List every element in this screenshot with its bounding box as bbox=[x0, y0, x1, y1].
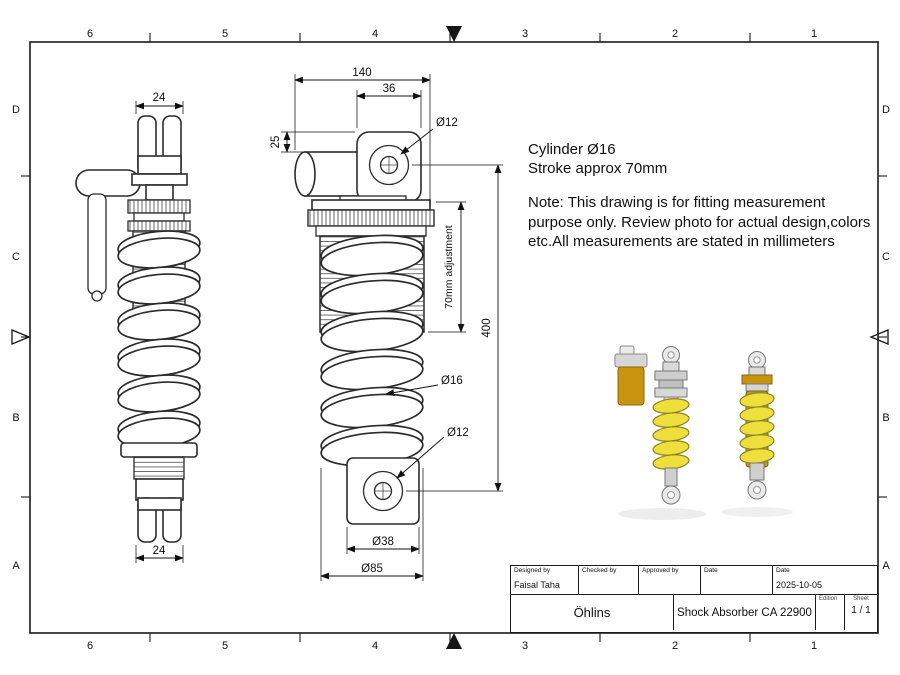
grid-row-label: A bbox=[882, 560, 890, 572]
designed-by-value: Faisal Taha bbox=[511, 579, 579, 595]
date-value: 2025-10-05 bbox=[773, 579, 877, 595]
title-block: Designed by Checked by Approved by Date … bbox=[510, 565, 878, 633]
dim-top-eye-dia: Ø12 bbox=[436, 117, 458, 129]
grid-labels: 6 5 4 3 2 1 6 5 4 3 2 1 D C B A D C B A bbox=[12, 28, 890, 652]
grid-col-label: 5 bbox=[222, 640, 228, 652]
grid-col-label: 2 bbox=[672, 28, 678, 40]
view-side bbox=[75, 115, 201, 543]
grid-row-label: B bbox=[882, 412, 889, 424]
dim-overall-length: 400 bbox=[481, 318, 493, 337]
render-photo-right bbox=[721, 351, 793, 517]
grid-row-label: B bbox=[12, 412, 19, 424]
dim-eye-block-width: 36 bbox=[383, 83, 396, 95]
dimensions: 24 24 140 36 25 Ø12 70mm adjustment 400 bbox=[135, 67, 503, 581]
grid-col-label: 4 bbox=[372, 28, 378, 40]
grid-row-label: C bbox=[882, 251, 890, 263]
dim-adjustment: 70mm adjustment bbox=[443, 225, 455, 309]
dim-base-dia: Ø38 bbox=[372, 536, 394, 548]
sheet-cell: Sheet 1 / 1 bbox=[845, 595, 877, 630]
grid-col-label: 2 bbox=[672, 640, 678, 652]
center-mark-bottom bbox=[446, 633, 462, 649]
date-value-empty bbox=[701, 579, 773, 595]
dim-spring-dia: Ø85 bbox=[361, 563, 383, 575]
approved-by-label: Approved by bbox=[639, 566, 701, 579]
reservoir-cylinder bbox=[617, 366, 645, 406]
grid-col-label: 6 bbox=[87, 640, 93, 652]
sheet-value: 1 / 1 bbox=[851, 604, 871, 616]
grid-col-label: 6 bbox=[87, 28, 93, 40]
render-photo-left bbox=[614, 345, 706, 520]
grid-col-label: 1 bbox=[811, 640, 817, 652]
company-name: Öhlins bbox=[511, 595, 674, 630]
center-mark-left bbox=[11, 329, 31, 345]
dim-bottom-eye-dia: Ø12 bbox=[447, 427, 469, 439]
edition-label: Edition bbox=[819, 596, 838, 602]
note-cylinder: Cylinder Ø16 bbox=[528, 141, 616, 158]
dim-shaft-dia: Ø16 bbox=[441, 375, 463, 387]
grid-row-label: D bbox=[882, 104, 890, 116]
grid-col-label: 1 bbox=[811, 28, 817, 40]
dim-side-top-width: 24 bbox=[153, 92, 166, 104]
date-label: Date bbox=[701, 566, 773, 579]
center-mark-top bbox=[446, 26, 462, 42]
notes-block: Cylinder Ø16 Stroke approx 70mm Note: Th… bbox=[528, 140, 876, 251]
checked-by-value bbox=[579, 579, 639, 595]
approved-by-value bbox=[639, 579, 701, 595]
centering-marks bbox=[11, 26, 889, 649]
note-paragraph: Note: This drawing is for fitting measur… bbox=[528, 194, 871, 250]
dim-side-bottom-width: 24 bbox=[153, 545, 166, 557]
grid-row-label: A bbox=[12, 560, 20, 572]
dim-eye-offset: 25 bbox=[270, 136, 282, 149]
grid-row-label: C bbox=[12, 251, 20, 263]
center-mark-right bbox=[869, 329, 889, 345]
date2-label: Date bbox=[776, 567, 790, 574]
note-stroke: Stroke approx 70mm bbox=[528, 160, 668, 178]
grid-col-label: 3 bbox=[522, 640, 528, 652]
sheet-label: Sheet bbox=[853, 596, 869, 602]
grid-col-label: 4 bbox=[372, 640, 378, 652]
checked-by-label: Checked by bbox=[579, 566, 639, 579]
view-front bbox=[294, 131, 435, 525]
designed-by-label: Designed by bbox=[511, 566, 579, 579]
grid-col-label: 5 bbox=[222, 28, 228, 40]
edition-cell: Edition bbox=[816, 595, 845, 630]
grid-row-label: D bbox=[12, 104, 20, 116]
drawing-title: Shock Absorber CA 22900 bbox=[674, 595, 816, 630]
grid-col-label: 3 bbox=[522, 28, 528, 40]
dim-overall-length-top: 140 bbox=[352, 67, 371, 79]
